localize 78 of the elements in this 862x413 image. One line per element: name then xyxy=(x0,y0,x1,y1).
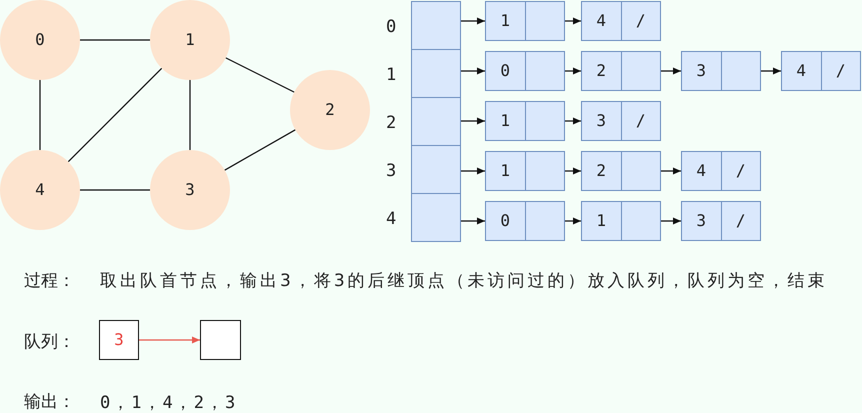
arrow xyxy=(461,18,485,24)
null-pointer: / xyxy=(736,211,746,231)
arrow xyxy=(139,336,200,344)
queue-heading: 队列： xyxy=(24,331,75,353)
vertex-number: 4 xyxy=(35,180,45,200)
arrow xyxy=(461,118,485,124)
vertex-number: 1 xyxy=(185,30,195,50)
node-value: 3 xyxy=(696,211,706,231)
node-value: 0 xyxy=(500,211,510,231)
arrow xyxy=(565,18,581,24)
output-sequence: 0，1，4，2，3 xyxy=(100,392,238,413)
list-node xyxy=(581,201,661,241)
row-index: 1 xyxy=(386,64,396,86)
node-value: 1 xyxy=(500,111,510,131)
array-slot xyxy=(411,97,461,146)
arrow xyxy=(461,68,485,74)
node-value: 0 xyxy=(500,61,510,81)
list-node xyxy=(485,151,565,191)
node-value: 4 xyxy=(596,11,606,31)
node-value: 3 xyxy=(596,111,606,131)
vertex-number: 3 xyxy=(185,180,195,200)
queue-slot xyxy=(99,320,139,360)
arrow xyxy=(661,168,681,174)
vertex-number: 0 xyxy=(35,30,45,50)
node-value: 2 xyxy=(596,161,606,181)
list-node xyxy=(581,1,661,41)
process-description: 取出队首节点，输出3，将3的后继顶点（未访问过的）放入队列，队列为空，结束 xyxy=(100,270,828,292)
arrow xyxy=(565,118,581,124)
list-node xyxy=(485,101,565,141)
arrow xyxy=(565,68,581,74)
edge-line xyxy=(224,129,296,171)
edge-line xyxy=(39,80,41,150)
list-node xyxy=(581,51,661,91)
null-pointer: / xyxy=(636,11,646,31)
row-index: 0 xyxy=(386,16,396,38)
null-pointer: / xyxy=(836,61,846,81)
list-node xyxy=(581,101,661,141)
arrow xyxy=(661,218,681,224)
row-index: 4 xyxy=(386,208,396,230)
node-value: 2 xyxy=(596,61,606,81)
edge-line xyxy=(189,80,191,150)
list-node xyxy=(485,51,565,91)
edge-line xyxy=(226,57,294,93)
arrow xyxy=(565,168,581,174)
list-node xyxy=(681,151,761,191)
arrow xyxy=(461,218,485,224)
list-node xyxy=(581,151,661,191)
queue-slot xyxy=(200,320,241,360)
array-slot xyxy=(411,1,461,50)
arrow xyxy=(661,68,681,74)
list-node xyxy=(781,51,861,91)
array-slot xyxy=(411,49,461,98)
list-node xyxy=(681,51,761,91)
node-value: 4 xyxy=(796,61,806,81)
node-value: 4 xyxy=(696,161,706,181)
list-node xyxy=(485,201,565,241)
node-value: 1 xyxy=(500,11,510,31)
edge-line xyxy=(80,39,150,41)
process-heading: 过程： xyxy=(24,270,75,292)
row-index: 3 xyxy=(386,160,396,182)
edge-line xyxy=(80,189,150,191)
node-value: 1 xyxy=(500,161,510,181)
null-pointer: / xyxy=(636,111,646,131)
queue-value: 3 xyxy=(114,330,124,350)
arrow xyxy=(761,68,781,74)
row-index: 2 xyxy=(386,112,396,134)
vertex-number: 2 xyxy=(325,100,335,120)
node-value: 3 xyxy=(696,61,706,81)
array-slot xyxy=(411,193,461,242)
node-value: 1 xyxy=(596,211,606,231)
null-pointer: / xyxy=(736,161,746,181)
array-slot xyxy=(411,145,461,194)
output-heading: 输出： xyxy=(24,391,75,413)
arrow xyxy=(565,218,581,224)
list-node xyxy=(485,1,565,41)
arrow xyxy=(461,168,485,174)
list-node xyxy=(681,201,761,241)
edge-line xyxy=(68,68,162,162)
